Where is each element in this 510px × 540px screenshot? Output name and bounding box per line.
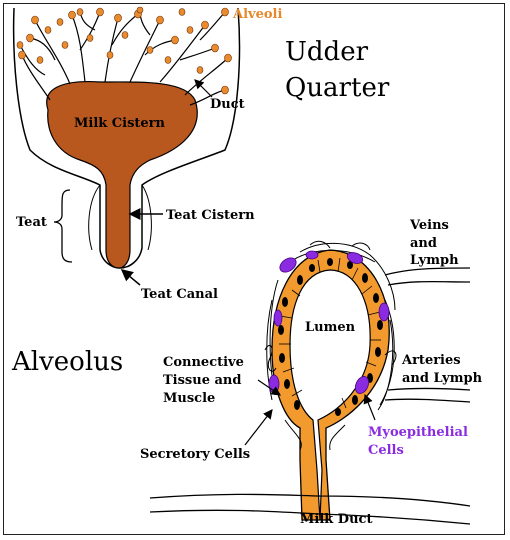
udder-quarter-drawing (14, 7, 240, 285)
duct-arrow (195, 80, 212, 97)
label-milk-duct: Milk Duct (300, 512, 372, 527)
teat-canal-arrow (122, 270, 140, 285)
secretory-arrow (245, 410, 272, 445)
milk-cistern (47, 82, 198, 268)
label-teat-canal: Teat Canal (141, 287, 218, 302)
teat-outer-left (89, 185, 100, 250)
label-connective-2: Tissue and (163, 373, 241, 388)
label-milk-cistern: Milk Cistern (74, 116, 166, 131)
label-arteries-2: and Lymph (402, 371, 483, 386)
teat-bracket (54, 190, 72, 262)
label-myoepithelial-1: Myoepithelial (368, 425, 468, 440)
title-alveolus: Alveolus (11, 347, 123, 377)
veins-vessel (385, 268, 470, 275)
title-udder: Udder (285, 37, 369, 67)
label-lumen: Lumen (305, 320, 356, 335)
label-teat-cistern: Teat Cistern (166, 208, 255, 223)
label-myoepithelial-2: Cells (368, 443, 404, 458)
title-quarter: Quarter (285, 73, 390, 103)
label-connective-1: Connective (163, 355, 244, 370)
teat-outer-right (142, 185, 151, 250)
label-alveoli: Alveoli (232, 7, 282, 22)
label-teat: Teat (16, 215, 47, 230)
arteries-vessel (388, 389, 470, 391)
label-veins-3: Lymph (410, 253, 459, 268)
label-connective-3: Muscle (163, 391, 215, 406)
label-duct: Duct (210, 97, 245, 112)
label-arteries-1: Arteries (401, 353, 461, 368)
label-secretory-cells: Secretory Cells (140, 447, 250, 462)
myo-arrow (365, 395, 375, 420)
label-veins-1: Veins (409, 218, 449, 233)
label-veins-2: and (410, 236, 437, 251)
